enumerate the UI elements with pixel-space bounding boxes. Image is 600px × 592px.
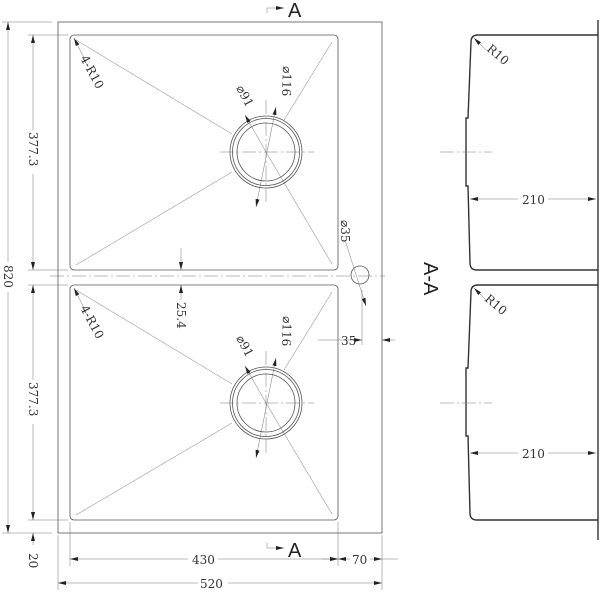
drain-inner-label: ⌀91 <box>233 333 256 359</box>
drain-inner-label: ⌀91 <box>233 83 256 109</box>
drain-outer-label: ⌀116 <box>279 316 294 347</box>
section-mark-label: A <box>288 540 302 562</box>
tap-hole-icon <box>318 239 395 345</box>
drain-icon <box>220 351 314 459</box>
section-radius-label: R10 <box>484 42 512 68</box>
tap-offset-label: 35 <box>341 334 356 348</box>
edge-gap-label: 20 <box>26 553 40 568</box>
section-marker-bottom: A <box>266 540 302 562</box>
section-title: A-A <box>419 262 441 296</box>
section-marker-top: A <box>266 0 302 22</box>
drain-outer-label: ⌀116 <box>279 66 294 97</box>
bottom-bowl <box>69 284 339 521</box>
bowl-length-label: 377.3 <box>26 382 40 416</box>
tap-hole-label: ⌀35 <box>338 220 352 243</box>
section-bottom-bowl: R10 210 <box>440 284 598 521</box>
drain-icon <box>220 100 314 208</box>
corner-radius-label: 4-R10 <box>77 303 106 341</box>
bowl-length-label: 377.3 <box>26 132 40 166</box>
overall-width-label: 520 <box>200 577 223 591</box>
top-bowl <box>69 34 339 271</box>
depth-label: 210 <box>522 193 545 207</box>
section-radius-label: R10 <box>482 292 510 318</box>
overall-length-label: 820 <box>1 265 15 288</box>
plan-view: A A 820 377.3 377.3 20 25.4 430 70 520 ⌀… <box>1 0 398 591</box>
section-mark-label: A <box>288 0 302 22</box>
sink-outline <box>57 21 383 534</box>
section-view: A-A R10 210 R10 210 <box>419 20 599 540</box>
depth-label: 210 <box>522 447 545 461</box>
divider-label: 25.4 <box>174 302 188 329</box>
section-top-bowl: R10 210 <box>440 34 598 271</box>
deck-width-label: 70 <box>352 553 367 567</box>
corner-radius-label: 4-R10 <box>77 53 106 91</box>
bowl-width-label: 430 <box>192 553 215 567</box>
